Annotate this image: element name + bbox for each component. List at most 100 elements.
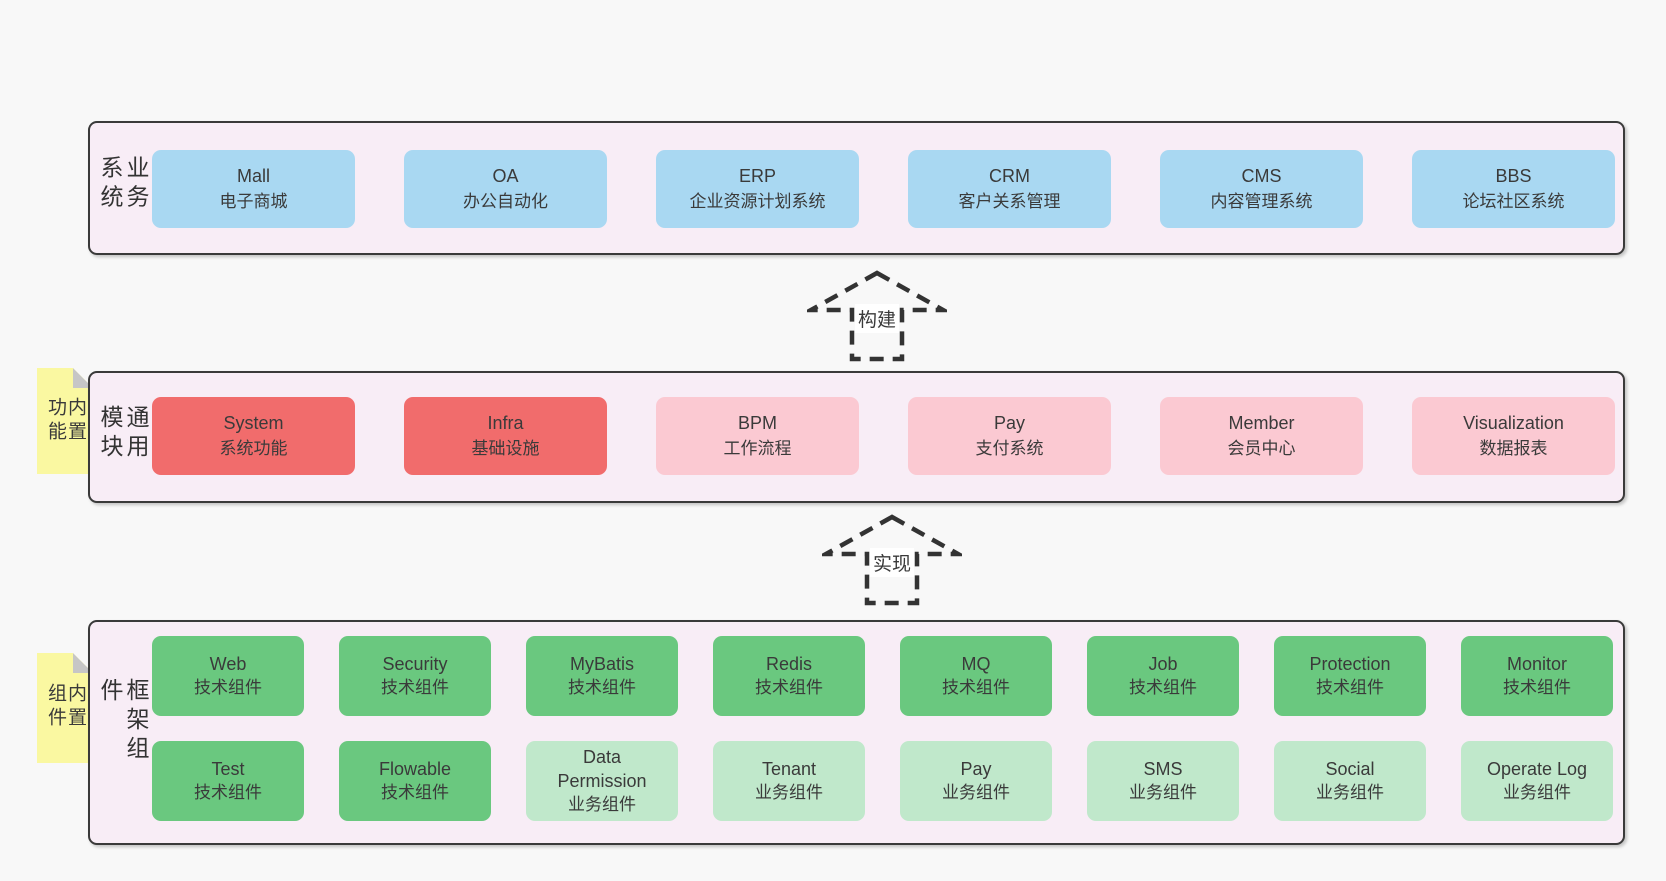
- box-subtitle: 技术组件: [194, 678, 262, 697]
- box-web: Web 技术组件: [152, 636, 304, 716]
- dashed-up-arrow-icon: [807, 270, 947, 362]
- box-subtitle: 业务组件: [942, 783, 1010, 802]
- box-title: CMS: [1241, 166, 1282, 186]
- box-title: System: [223, 413, 284, 433]
- box-subtitle: 技术组件: [381, 783, 449, 802]
- sticky-note-label: 内置功能: [45, 396, 86, 445]
- box-flowable: Flowable 技术组件: [339, 741, 491, 821]
- box-subtitle: 基础设施: [471, 439, 540, 458]
- box-subtitle: 技术组件: [1316, 678, 1384, 697]
- layer-side-label: 通用模块: [97, 405, 149, 463]
- box-subtitle: 业务组件: [1503, 783, 1571, 802]
- box-subtitle: 客户关系管理: [958, 192, 1061, 211]
- box-monitor: Monitor 技术组件: [1461, 636, 1613, 716]
- arrow-label: 构建: [854, 304, 900, 333]
- box-oa: OA 办公自动化: [404, 150, 607, 228]
- box-title: SMS: [1143, 759, 1183, 779]
- box-title: Infra: [487, 413, 524, 433]
- box-test: Test 技术组件: [152, 741, 304, 821]
- box-title: MQ: [961, 654, 991, 674]
- box-subtitle: 业务组件: [755, 783, 823, 802]
- box-title: Social: [1325, 759, 1375, 779]
- box-subtitle: 业务组件: [1129, 783, 1197, 802]
- box-tenant: Tenant 业务组件: [713, 741, 865, 821]
- box-title: BPM: [737, 413, 777, 433]
- box-title: MyBatis: [569, 654, 634, 674]
- box-redis: Redis 技术组件: [713, 636, 865, 716]
- sticky-note-built-in-components: 内置组件: [37, 653, 93, 763]
- box-subtitle: 技术组件: [381, 678, 449, 697]
- box-subtitle: 业务组件: [568, 795, 636, 814]
- box-title: Tenant: [761, 759, 817, 779]
- box-operate-log: Operate Log 业务组件: [1461, 741, 1613, 821]
- box-social: Social 业务组件: [1274, 741, 1426, 821]
- box-title: Test: [211, 759, 245, 779]
- box-visualization: Visualization 数据报表: [1412, 397, 1615, 475]
- box-title: Operate Log: [1486, 759, 1588, 779]
- box-title: ERP: [738, 166, 776, 186]
- box-subtitle: 数据报表: [1479, 439, 1548, 458]
- box-security: Security 技术组件: [339, 636, 491, 716]
- box-subtitle: 支付系统: [975, 439, 1044, 458]
- box-row: Mall 电子商城 OA 办公自动化 ERP 企业资源计划系统 CRM 客户关系管理 CMS 内容…: [152, 150, 1615, 228]
- box-subtitle: 技术组件: [568, 678, 636, 697]
- box-title: Protection: [1309, 654, 1391, 674]
- box-subtitle: 技术组件: [1129, 678, 1197, 697]
- box-protection: Protection 技术组件: [1274, 636, 1426, 716]
- box-title: Redis: [765, 654, 813, 674]
- box-subtitle: 技术组件: [942, 678, 1010, 697]
- box-title: Flowable: [378, 759, 452, 779]
- box-title: Pay: [960, 759, 992, 779]
- box-title: Member: [1228, 413, 1295, 433]
- box-subtitle: 技术组件: [755, 678, 823, 697]
- box-title: Web: [209, 654, 247, 674]
- layer-side-label: 框架组件: [97, 677, 149, 765]
- dashed-up-arrow-icon: [822, 514, 962, 606]
- up-arrow-implement-icon: 实现: [822, 513, 962, 607]
- box-subtitle: 技术组件: [194, 783, 262, 802]
- box-infra: Infra 基础设施: [404, 397, 607, 475]
- box-crm: CRM 客户关系管理: [908, 150, 1111, 228]
- box-title: Mall: [236, 166, 270, 186]
- box-subtitle: 工作流程: [723, 439, 792, 458]
- box-mybatis: MyBatis 技术组件: [526, 636, 678, 716]
- up-arrow-build-icon: 构建: [807, 269, 947, 363]
- box-subtitle: 办公自动化: [463, 192, 548, 211]
- box-subtitle: 企业资源计划系统: [689, 192, 826, 211]
- box-title: BBS: [1495, 166, 1532, 186]
- box-subtitle: 电子商城: [219, 192, 288, 211]
- arrow-label: 实现: [869, 548, 915, 577]
- box-system: System 系统功能: [152, 397, 355, 475]
- box-title: Security: [382, 654, 448, 674]
- box-bpm: BPM 工作流程: [656, 397, 859, 475]
- layer-side-label: 业务系统: [97, 155, 149, 214]
- box-subtitle: 技术组件: [1503, 678, 1571, 697]
- box-title: Job: [1148, 654, 1178, 674]
- box-title: Monitor: [1506, 654, 1568, 674]
- box-pay: Pay 业务组件: [900, 741, 1052, 821]
- box-subtitle: 内容管理系统: [1210, 192, 1313, 211]
- box-erp: ERP 企业资源计划系统: [656, 150, 859, 228]
- box-title: Visualization: [1463, 413, 1564, 433]
- box-cms: CMS 内容管理系统: [1160, 150, 1363, 228]
- box-title: OA: [492, 166, 519, 186]
- sticky-note-label: 内置组件: [45, 682, 86, 731]
- sticky-note-built-in-features: 内置功能: [37, 368, 93, 474]
- box-title: Data Permission: [557, 747, 647, 791]
- box-subtitle: 业务组件: [1316, 783, 1384, 802]
- box-title: CRM: [989, 166, 1030, 186]
- box-sms: SMS 业务组件: [1087, 741, 1239, 821]
- box-job: Job 技术组件: [1087, 636, 1239, 716]
- box-subtitle: 系统功能: [219, 439, 288, 458]
